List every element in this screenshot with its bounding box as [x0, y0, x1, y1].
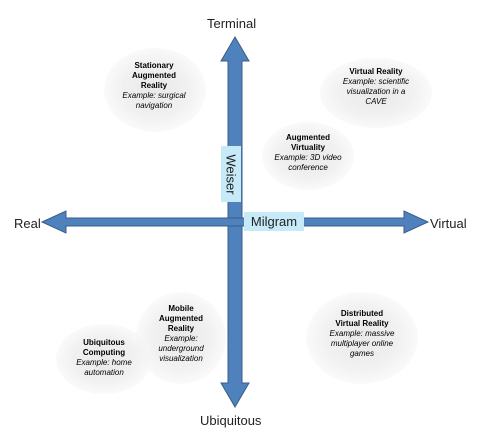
mobile-ar-example: Example: underground visualization	[158, 334, 204, 363]
stationary-ar-title: Stationary Augmented Reality	[132, 61, 176, 90]
weiser-axis-tag-text: Weiser	[223, 153, 239, 195]
augmented-virtuality-label: Augmented Virtuality Example: 3D video c…	[266, 133, 350, 173]
ubiquitous-computing-title: Ubiquitous Computing	[82, 338, 126, 357]
stationary-ar-bubble	[104, 48, 206, 132]
augmented-virtuality-bubble	[262, 122, 354, 190]
distributed-vr-title: Distributed Virtual Reality	[335, 309, 389, 328]
augmented-virtuality-example: Example: 3D video conference	[274, 153, 342, 172]
milgram-axis-tag: Milgram	[244, 212, 304, 231]
ubiquitous-computing-bubble	[56, 324, 152, 394]
axis-label-real: Real	[14, 216, 41, 231]
augmented-virtuality-title: Augmented Virtuality	[286, 133, 330, 152]
virtual-reality-label: Virtual Reality Example: scientific visu…	[330, 67, 422, 107]
horizontal-axis-arrow	[40, 210, 430, 234]
axis-label-ubiquitous: Ubiquitous	[200, 413, 262, 428]
weiser-axis-tag: Weiser	[221, 146, 241, 202]
virtual-reality-title: Virtual Reality	[349, 67, 403, 76]
virtual-reality-bubble	[320, 58, 432, 128]
ubiquitous-computing-example: Example: home automation	[76, 358, 132, 377]
mobile-ar-bubble	[136, 292, 226, 384]
stationary-ar-label: Stationary Augmented Reality Example: su…	[108, 61, 200, 111]
virtual-reality-example: Example: scientific visualization in a C…	[342, 77, 410, 106]
ubiquitous-computing-label: Ubiquitous Computing Example: home autom…	[62, 338, 146, 378]
stationary-ar-example: Example: surgical navigation	[122, 91, 186, 110]
axis-label-terminal: Terminal	[207, 16, 257, 31]
distributed-vr-example: Example: massive multiplayer online game…	[329, 329, 395, 358]
distributed-vr-label: Distributed Virtual Reality Example: mas…	[316, 309, 408, 359]
mobile-ar-label: Mobile Augmented Reality Example: underg…	[140, 304, 222, 364]
mobile-ar-title: Mobile Augmented Reality	[159, 304, 203, 333]
distributed-vr-bubble	[306, 292, 418, 384]
axis-label-virtual: Virtual	[430, 216, 467, 231]
